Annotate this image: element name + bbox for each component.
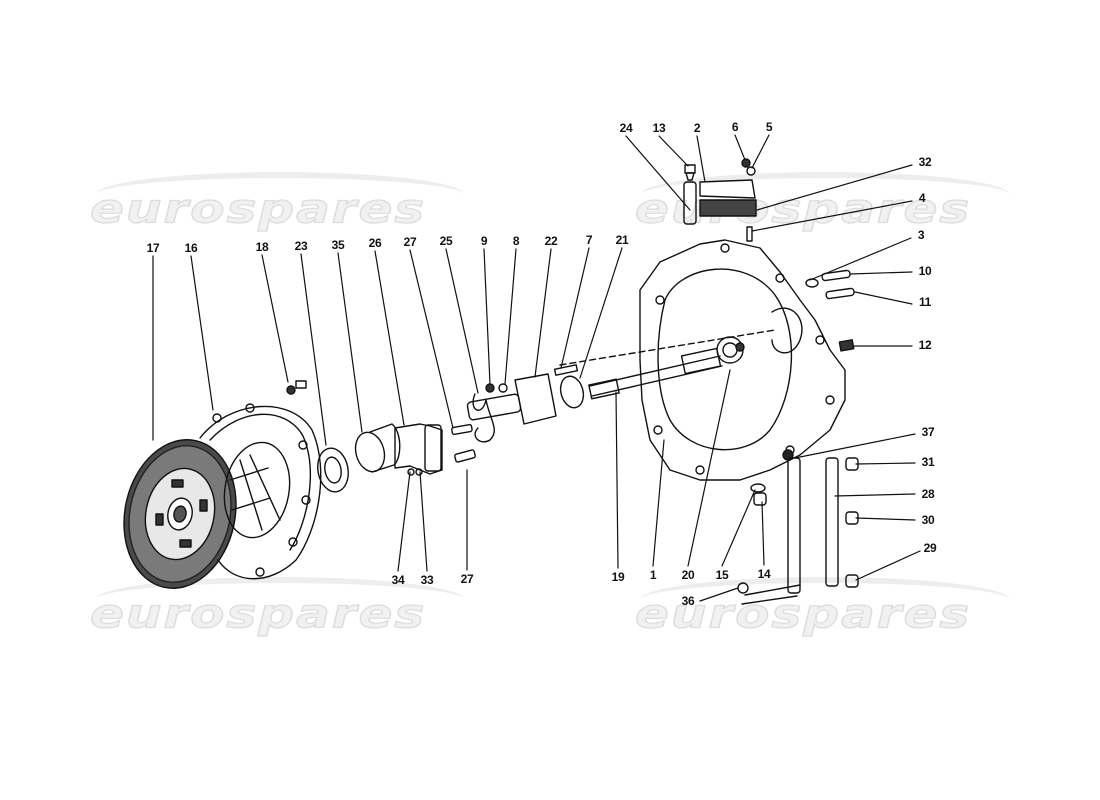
callout-35: 35 xyxy=(331,238,345,252)
shaft-28 xyxy=(825,457,839,587)
pad-32 xyxy=(699,199,757,217)
alignment-line xyxy=(559,329,776,366)
bearing-20 xyxy=(735,342,745,352)
bush-29 xyxy=(845,574,859,588)
callout-36: 36 xyxy=(681,594,695,608)
callout-20: 20 xyxy=(681,568,695,582)
stud-7 xyxy=(553,364,579,376)
watermark-logo: eurospares xyxy=(634,590,972,638)
callout-25: 25 xyxy=(439,234,453,248)
callout-27: 27 xyxy=(403,235,417,249)
watermark-logo: eurospares xyxy=(634,185,972,233)
callout-17: 17 xyxy=(146,241,160,255)
washer-5 xyxy=(746,166,756,176)
callout-3: 3 xyxy=(917,228,925,242)
callout-34: 34 xyxy=(391,573,405,587)
clutch-housing-1 xyxy=(639,239,846,481)
bracket-2 xyxy=(699,179,756,199)
callout-37: 37 xyxy=(921,425,935,439)
dowel-3 xyxy=(805,278,819,288)
watermark-logo: eurospares xyxy=(89,185,427,233)
bush-30 xyxy=(845,511,859,525)
callout-14: 14 xyxy=(757,567,771,581)
nut-9 xyxy=(485,383,495,393)
guide-tube-22 xyxy=(466,373,557,425)
pin-24 xyxy=(683,181,697,225)
bearing-carrier-35 xyxy=(354,423,401,473)
pressure-plate xyxy=(199,403,322,580)
callout-33: 33 xyxy=(420,573,434,587)
callout-11: 11 xyxy=(918,295,932,309)
callout-15: 15 xyxy=(715,568,729,582)
callout-27-lower: 27 xyxy=(460,572,474,586)
callout-13: 13 xyxy=(652,121,666,135)
nut-36 xyxy=(737,582,749,594)
plug-14 xyxy=(753,492,767,506)
watermark-swoosh xyxy=(95,172,465,218)
callout-22: 22 xyxy=(544,234,558,248)
bolt-18 xyxy=(286,380,307,395)
callout-8: 8 xyxy=(512,234,520,248)
shaft-37 xyxy=(741,457,801,605)
callout-5: 5 xyxy=(765,120,773,134)
bolt-13 xyxy=(684,164,696,181)
nut-6 xyxy=(741,158,751,168)
leader-lines xyxy=(152,134,921,602)
input-shaft-19 xyxy=(588,347,723,400)
callout-32: 32 xyxy=(918,155,932,169)
bush-31 xyxy=(845,457,859,471)
callout-10: 10 xyxy=(918,264,932,278)
pin-27 xyxy=(451,423,473,436)
watermark-swoosh xyxy=(95,577,465,623)
callout-26: 26 xyxy=(368,236,382,250)
pin-27-lower xyxy=(454,449,476,463)
stud-10 xyxy=(821,269,851,282)
watermark-swoosh xyxy=(640,577,1010,623)
callout-23: 23 xyxy=(294,239,308,253)
watermark-swoosh xyxy=(640,172,1010,218)
spring-clip-25 xyxy=(472,393,495,443)
watermark-logo: eurospares xyxy=(89,590,427,638)
callout-29: 29 xyxy=(923,541,937,555)
callout-21: 21 xyxy=(615,233,629,247)
callout-9: 9 xyxy=(480,234,488,248)
callout-2: 2 xyxy=(693,121,701,135)
stud-11 xyxy=(825,287,855,300)
callout-24: 24 xyxy=(619,121,633,135)
callout-4: 4 xyxy=(918,191,926,205)
stud-4 xyxy=(746,226,753,242)
callout-12: 12 xyxy=(918,338,932,352)
callout-30: 30 xyxy=(921,513,935,527)
callout-18: 18 xyxy=(255,240,269,254)
callout-28: 28 xyxy=(921,487,935,501)
clutch-disc xyxy=(123,439,237,589)
clutch-fork-26 xyxy=(394,423,443,476)
callout-31: 31 xyxy=(921,455,935,469)
washer-15 xyxy=(750,483,766,493)
callout-1: 1 xyxy=(649,568,657,582)
callout-19: 19 xyxy=(611,570,625,584)
callout-7: 7 xyxy=(585,233,593,247)
release-bearing-23 xyxy=(317,447,349,493)
callout-6: 6 xyxy=(731,120,739,134)
callout-16: 16 xyxy=(184,241,198,255)
stud-12 xyxy=(838,339,855,352)
washer-8 xyxy=(498,383,508,393)
oil-seal-21 xyxy=(559,375,585,409)
